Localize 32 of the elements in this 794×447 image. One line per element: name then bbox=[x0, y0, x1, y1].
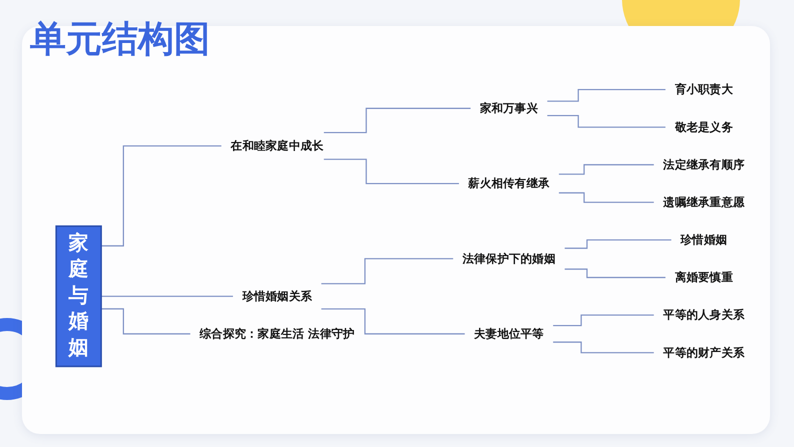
node-text: 夫妻地位平等 bbox=[474, 326, 544, 341]
node-text: 育小职责大 bbox=[674, 82, 733, 96]
connector bbox=[558, 164, 654, 175]
connector bbox=[564, 268, 666, 278]
node-text: 珍惜婚姻关系 bbox=[242, 289, 312, 304]
title: 单元结构图 bbox=[30, 18, 210, 62]
node-text: 法律保护下的婚姻 bbox=[462, 252, 556, 266]
node-box: 家庭与婚姻 bbox=[55, 225, 102, 368]
connector bbox=[547, 114, 666, 128]
connector bbox=[324, 158, 459, 184]
node-text: 综合探究：家庭生活 法律守护 bbox=[200, 326, 355, 341]
node-text: 法定继承有顺序 bbox=[663, 158, 744, 172]
node-text: 敬老是义务 bbox=[674, 120, 733, 134]
node-text: 平等的人身关系 bbox=[663, 308, 744, 322]
node-text: 家和万事兴 bbox=[480, 101, 538, 116]
node-text: 平等的财产关系 bbox=[663, 345, 744, 360]
connector bbox=[324, 108, 471, 134]
connector bbox=[321, 308, 465, 334]
connector bbox=[553, 342, 654, 354]
connector bbox=[553, 314, 654, 326]
connector bbox=[547, 88, 666, 102]
connector bbox=[321, 258, 454, 284]
connector bbox=[564, 239, 672, 249]
node-text: 珍惜婚姻 bbox=[680, 232, 728, 247]
node-text: 在和睦家庭中成长 bbox=[230, 138, 324, 153]
node-text: 遗嘱继承重意愿 bbox=[663, 195, 744, 210]
connector bbox=[101, 145, 222, 246]
connector bbox=[101, 296, 233, 297]
connector bbox=[558, 192, 654, 203]
node-text: 薪火相传有继承 bbox=[468, 176, 550, 190]
connector bbox=[101, 308, 190, 334]
node-text: 离婚要慎重 bbox=[674, 270, 733, 284]
